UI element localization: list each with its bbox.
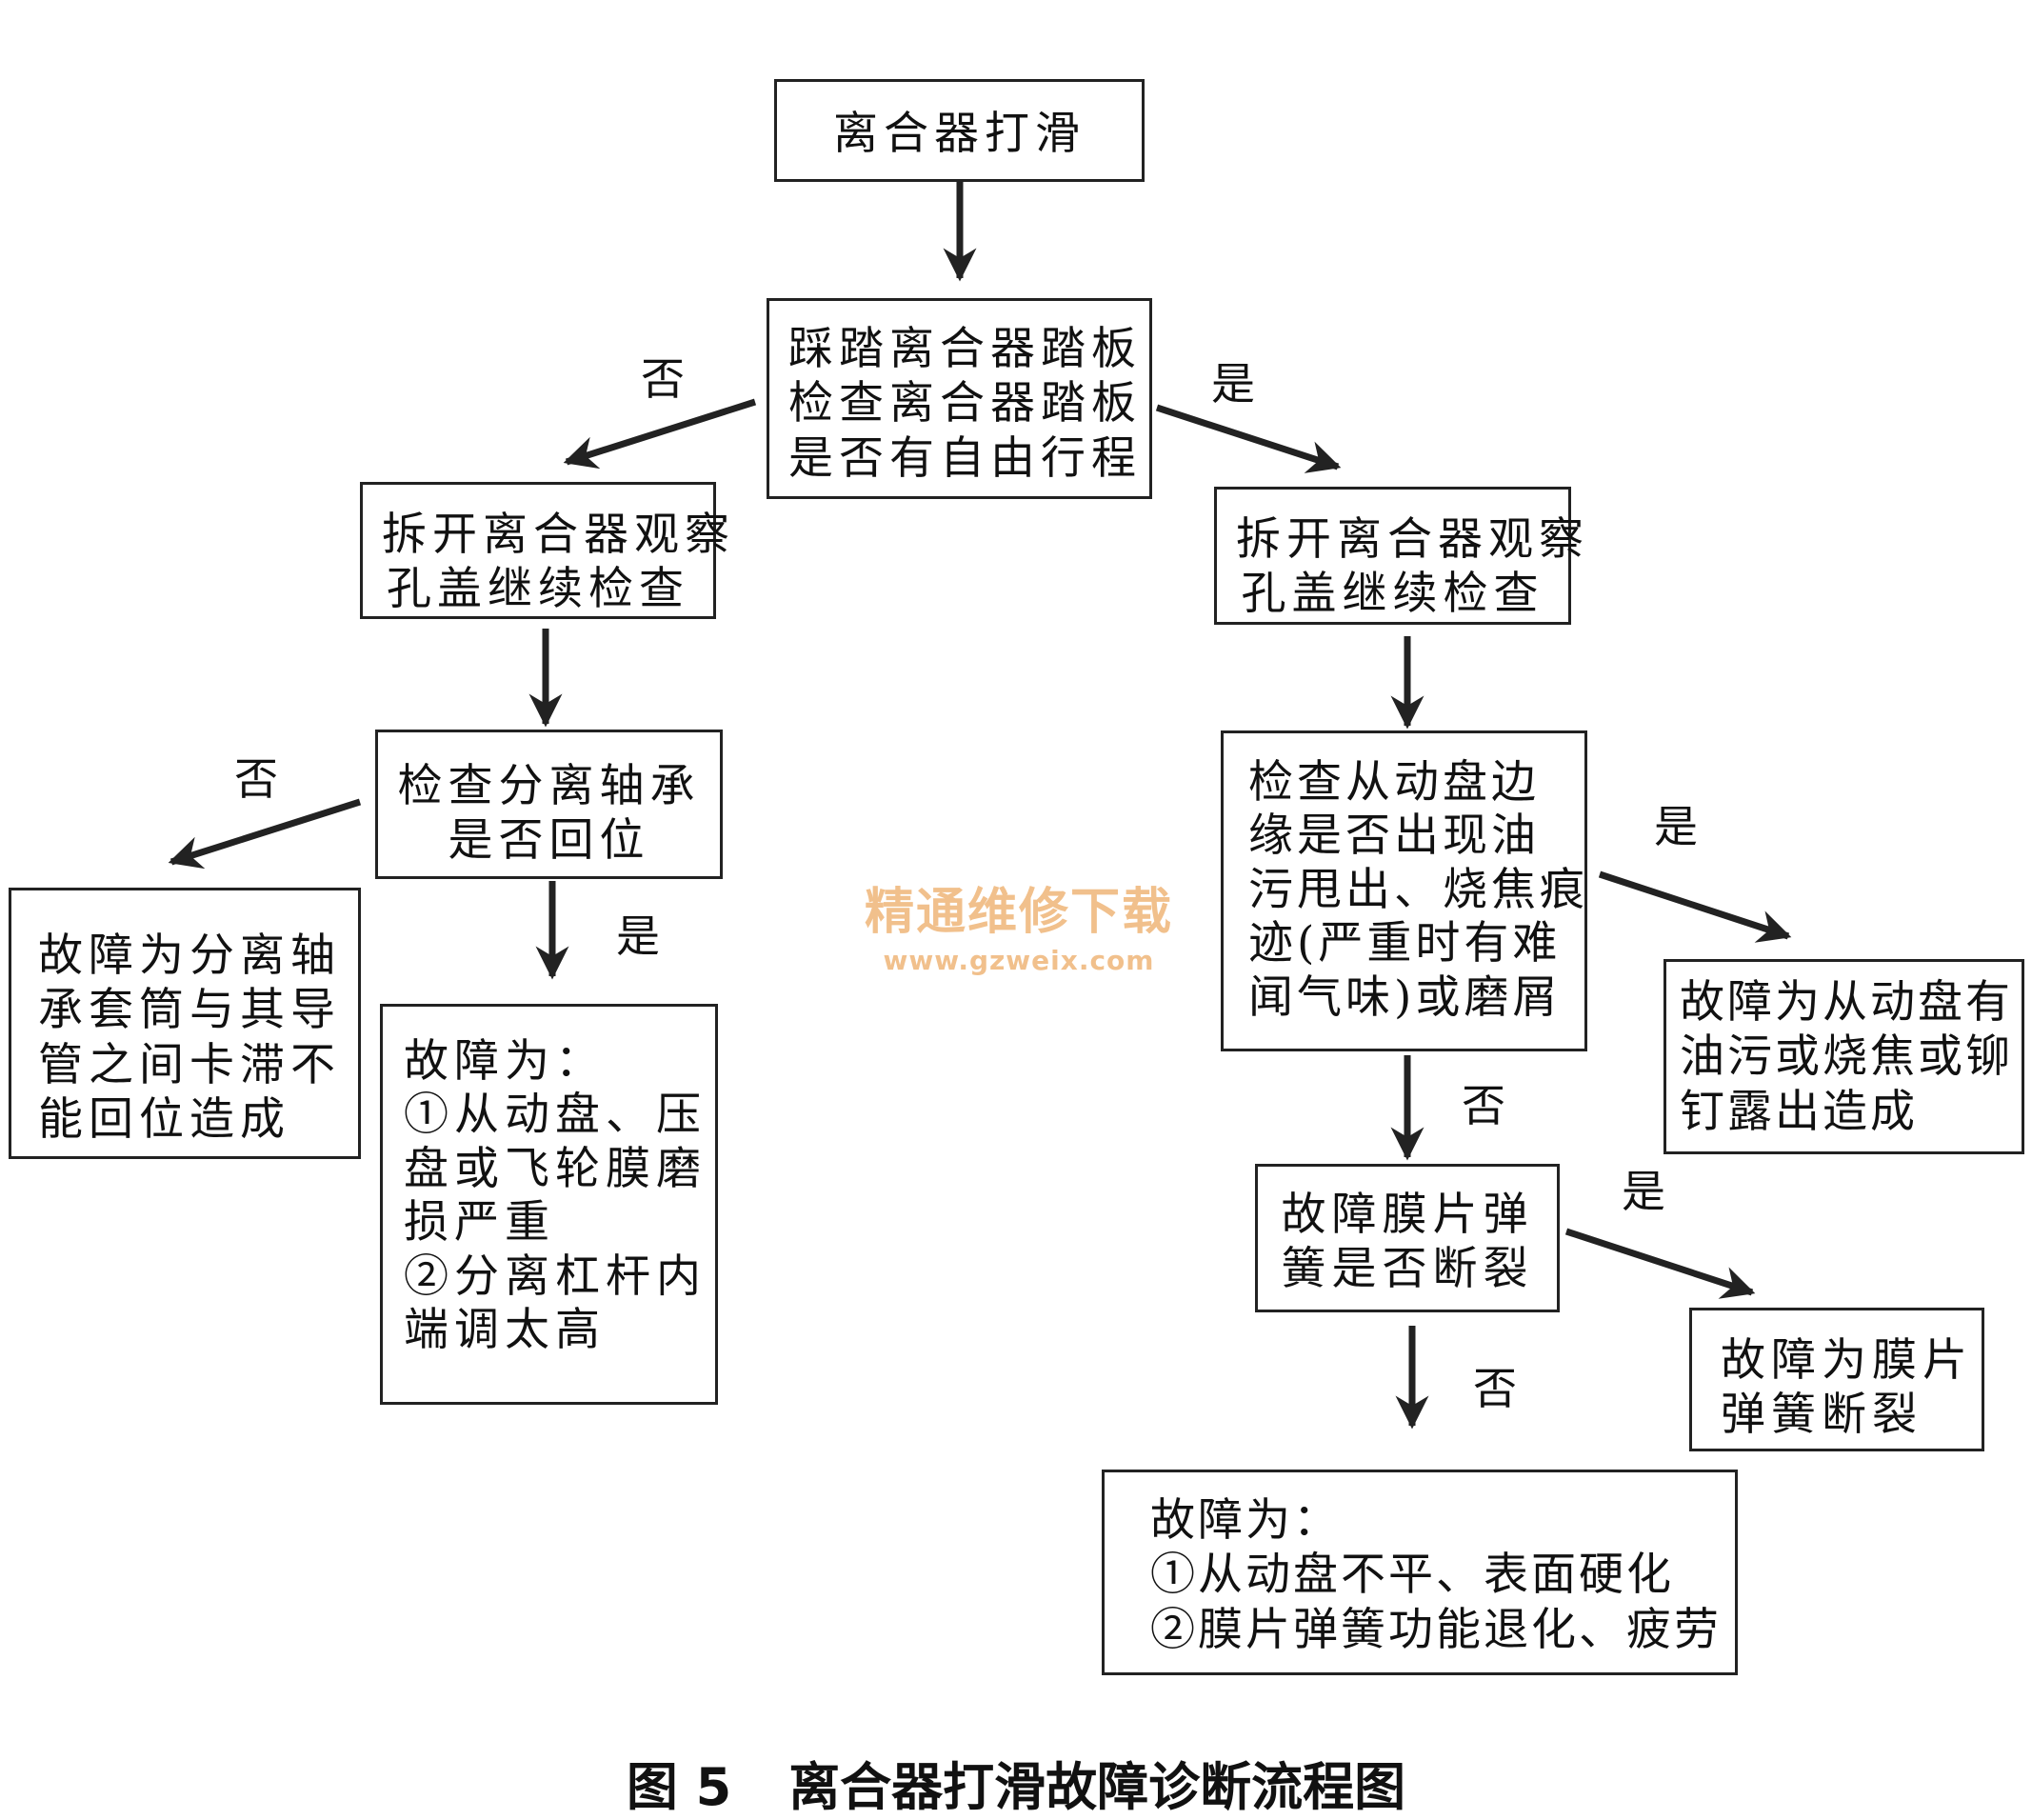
node-fault-disc-oil: 故障为从动盘有 油污或烧焦或铆 钉露出造成	[1663, 959, 2024, 1154]
node-bearing-check-line: 是否回位	[448, 814, 650, 868]
figure-number: 图 5	[626, 1757, 732, 1817]
arrow-spring-to-broken	[1564, 1228, 1756, 1299]
node-start: 离合器打滑	[774, 79, 1145, 182]
node-open-cover-left-line: 孔盖继续检查	[387, 563, 689, 616]
watermark-title: 精通维修下载	[864, 884, 1173, 941]
node-disc-check-line: 迹(严重时有难	[1248, 917, 1562, 970]
node-fault-disc-oil-line: 故障为从动盘有	[1680, 976, 2013, 1029]
node-fault-spring-broken-line: 弹簧断裂	[1721, 1389, 1922, 1442]
node-fault-wear-lever-line: ②分离杠杆内	[404, 1250, 707, 1303]
node-disc-check: 检查从动盘边 缘是否出现油 污甩出、烧焦痕 迹(严重时有难 闻气味)或磨屑	[1221, 730, 1587, 1051]
node-fault-bearing-stuck-line: 故障为分离轴	[38, 930, 341, 982]
watermark-url: www.gzweix.com	[883, 945, 1155, 976]
node-spring-check-line: 故障膜片弹	[1281, 1189, 1534, 1241]
node-fault-wear-lever-line: ①从动盘、压	[404, 1089, 707, 1142]
node-fault-uneven-line: ①从动盘不平、表面硬化	[1150, 1549, 1674, 1602]
node-open-cover-left: 拆开离合器观察 孔盖继续检查	[360, 482, 735, 619]
label-pedal-yes: 是	[1211, 358, 1255, 410]
node-spring-check: 故障膜片弹 簧是否断裂	[1255, 1164, 1560, 1312]
arrow-pedal-to-right	[1155, 404, 1342, 473]
node-fault-bearing-stuck-line: 承套筒与其导	[38, 984, 341, 1037]
node-fault-bearing-stuck: 故障为分离轴 承套筒与其导 管之间卡滞不 能回位造成	[9, 888, 361, 1159]
node-open-cover-left-line: 拆开离合器观察	[382, 509, 735, 561]
node-fault-wear-lever-line: 端调太高	[404, 1303, 606, 1356]
node-start-text: 离合器打滑	[833, 108, 1086, 160]
node-pedal-check-line: 是否有自由行程	[788, 431, 1142, 485]
node-bearing-check-line: 检查分离轴承	[397, 760, 701, 812]
label-disc-yes: 是	[1654, 801, 1698, 852]
node-fault-uneven-line: 故障为：	[1150, 1494, 1341, 1547]
node-bearing-check: 检查分离轴承 是否回位	[375, 730, 723, 879]
arrow-disc-to-oil	[1598, 870, 1792, 943]
node-fault-uneven-line: ②膜片弹簧功能退化、疲劳	[1150, 1603, 1722, 1656]
node-open-cover-right: 拆开离合器观察 孔盖继续检查	[1214, 487, 1589, 625]
node-fault-bearing-stuck-line: 管之间卡滞不	[38, 1038, 341, 1091]
node-disc-check-line: 检查从动盘边	[1248, 756, 1540, 809]
node-fault-wear-lever-line: 故障为：	[404, 1035, 606, 1088]
node-fault-wear-lever-line: 盘或飞轮膜磨	[404, 1142, 707, 1195]
node-disc-check-line: 污甩出、烧焦痕	[1248, 863, 1588, 916]
figure-title: 离合器打滑故障诊断流程图	[788, 1757, 1406, 1817]
node-fault-bearing-stuck-line: 能回位造成	[38, 1092, 290, 1146]
label-bearing-no: 否	[234, 753, 278, 805]
node-fault-uneven: 故障为： ①从动盘不平、表面硬化 ②膜片弹簧功能退化、疲劳	[1102, 1470, 1738, 1675]
label-spring-yes: 是	[1622, 1166, 1665, 1217]
node-disc-check-line: 缘是否出现油	[1248, 810, 1540, 863]
arrow-pedal-to-left	[563, 398, 757, 470]
label-bearing-yes: 是	[616, 910, 660, 962]
label-spring-no: 否	[1473, 1363, 1517, 1414]
node-fault-disc-oil-line: 油污或烧焦或铆	[1680, 1030, 2013, 1084]
node-fault-wear-lever-line: 损严重	[404, 1196, 555, 1250]
node-pedal-check-line: 检查离合器踏板	[788, 377, 1142, 430]
node-spring-check-line: 簧是否断裂	[1281, 1243, 1534, 1296]
node-fault-wear-lever: 故障为： ①从动盘、压 盘或飞轮膜磨 损严重 ②分离杠杆内 端调太高	[380, 1004, 718, 1405]
node-fault-disc-oil-line: 钉露出造成	[1680, 1085, 1918, 1138]
label-disc-no: 否	[1462, 1080, 1505, 1131]
node-disc-check-line: 闻气味)或磨屑	[1248, 970, 1562, 1024]
arrow-bearing-to-stuck	[168, 798, 362, 870]
node-fault-spring-broken: 故障为膜片 弹簧断裂	[1689, 1308, 1984, 1451]
node-open-cover-right-line: 孔盖继续检查	[1241, 568, 1544, 621]
node-fault-spring-broken-line: 故障为膜片	[1721, 1334, 1973, 1387]
label-pedal-no: 否	[641, 353, 685, 405]
node-open-cover-right-line: 拆开离合器观察	[1236, 513, 1589, 566]
figure-caption: 图 5 离合器打滑故障诊断流程图	[0, 1745, 2032, 1820]
watermark: 精通维修下载 www.gzweix.com	[847, 871, 1190, 976]
node-pedal-check: 踩踏离合器踏板 检查离合器踏板 是否有自由行程	[767, 298, 1152, 499]
node-pedal-check-line: 踩踏离合器踏板	[788, 323, 1142, 375]
